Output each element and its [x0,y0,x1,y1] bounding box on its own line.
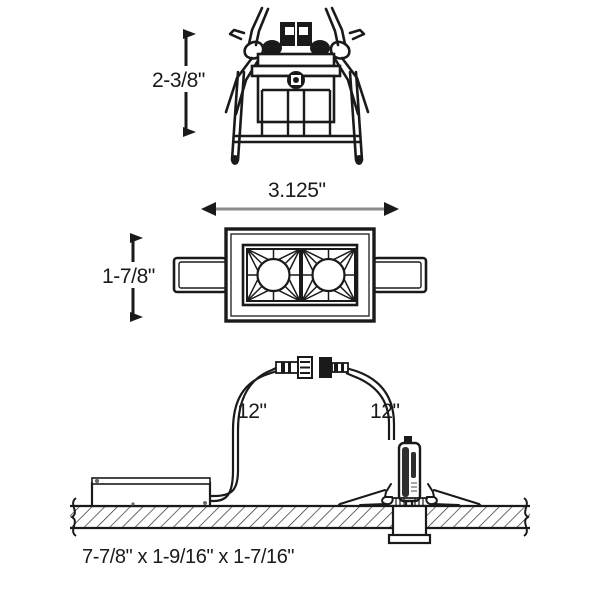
lead-length-label-left: 12" [237,400,267,423]
connector-female-ring-a [281,362,285,373]
recessed-housing [387,497,432,545]
lens-cell-left [246,248,301,302]
terminal-port-left [285,27,294,35]
mount-knob-left [262,40,282,56]
recessed-housing-trim [387,533,432,545]
install-clip-left [337,483,394,507]
junction-box-body [90,481,212,508]
dimension-width-3-125: 3.125" [201,179,399,216]
mounting-tab-left-inner [178,261,227,289]
quick-connector-male [319,357,349,378]
lead-length-label-right: 12" [370,400,400,423]
junction-box-screw-left [94,478,100,484]
dimension-height-2-3-8: 2-3/8" [148,29,234,137]
ceiling-hatch-fill [70,506,530,528]
junction-box [90,477,212,508]
dimension-label-height-top: 2-3/8" [152,69,205,92]
frame-leg-foot-right [355,155,363,165]
lens-cell-left-aperture [256,257,291,293]
housing-inner-channels [260,88,332,136]
mount-knob-right [310,40,330,56]
install-clip-right [425,483,482,507]
lead-wire-right [345,366,396,440]
dimension-label-backing [99,262,175,288]
view-aperture-front-elevation: 3.125" 1-7/8" [99,179,428,323]
housing-top-ribs [395,498,424,506]
junction-box-knockout [131,502,135,506]
quick-connector-female [275,356,313,379]
driver-module [397,436,422,503]
break-mark-right [523,497,530,537]
driver-label-lines [411,482,417,492]
connector-male-ring-a [334,363,338,372]
connector-male-barrel [331,362,349,373]
lens-cell-right-aperture [311,257,346,293]
dimension-label-width-middle: 3.125" [268,179,326,202]
lead-wire-left [210,366,279,503]
frame-leg-foot-left [231,155,239,165]
driver-label-strip [411,452,416,478]
terminal-port-right [299,27,308,35]
junction-box-screw-right [203,501,207,505]
recessed-housing-can [391,504,428,540]
view-housing-side-elevation: 2-3/8" [148,6,370,165]
housing-frame-legs [230,70,364,162]
screw-center [293,77,299,83]
housing-top-band [256,52,336,68]
mounting-tab-right-inner [373,261,422,289]
driver-cable-gland [404,436,412,445]
dimension-label-backing [148,66,234,92]
connector-female-ring-b [288,362,291,373]
dimension-label-height-middle: 1-7/8" [102,265,155,288]
dimension-caption: 7-7/8" x 1-9/16" x 1-7/16" [82,546,294,568]
driver-face-dark [402,447,409,497]
connector-male-ring-b [341,363,344,372]
connector-female-pins [300,361,310,374]
view-ceiling-installation-detail: 12" 12" [70,356,530,545]
connector-female-barrel [275,361,299,374]
connector-male-head [319,357,332,378]
dimension-height-1-7-8: 1-7/8" [99,233,175,322]
junction-box-lid [91,477,211,485]
lens-cell-right [301,248,356,302]
break-mark-left [70,497,77,537]
